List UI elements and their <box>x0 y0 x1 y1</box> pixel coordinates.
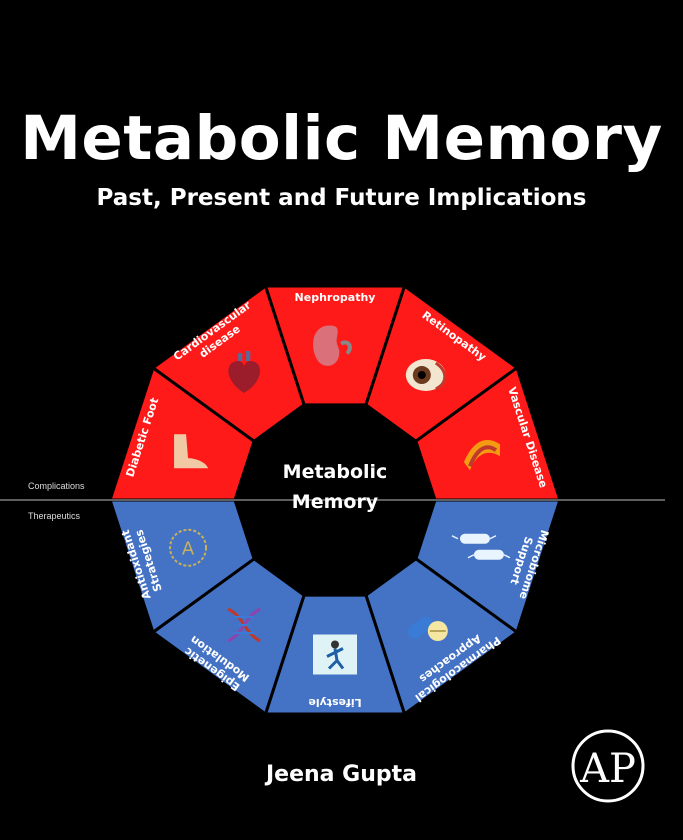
author-name: Jeena Gupta <box>265 762 418 787</box>
segment-shape <box>150 283 306 444</box>
blood-vessel-icon <box>463 440 500 471</box>
kidney-icon <box>313 325 352 366</box>
publisher-logo: AP <box>571 729 645 803</box>
complications-label: Complications <box>28 481 85 491</box>
segment-label: Nephropathy <box>295 291 376 304</box>
foot-icon <box>174 434 209 469</box>
capsule-icon <box>407 616 448 641</box>
bacteria-icon <box>451 533 511 560</box>
center-label-line2: Memory <box>292 491 379 513</box>
svg-text:A: A <box>182 539 195 560</box>
segment-label: Lifestyle <box>308 696 361 709</box>
heart-icon <box>228 351 261 394</box>
therapeutics-label: Therapeutics <box>28 511 81 521</box>
eye-icon <box>405 359 447 392</box>
book-title: Metabolic Memory <box>20 103 663 174</box>
center-label-line1: Metabolic <box>283 461 388 483</box>
dna-icon <box>227 607 261 643</box>
exercise-icon <box>313 634 357 675</box>
publisher-logo-text: AP <box>579 746 636 792</box>
book-subtitle: Past, Present and Future Implications <box>96 185 587 211</box>
antioxidant-icon: A <box>169 528 208 567</box>
